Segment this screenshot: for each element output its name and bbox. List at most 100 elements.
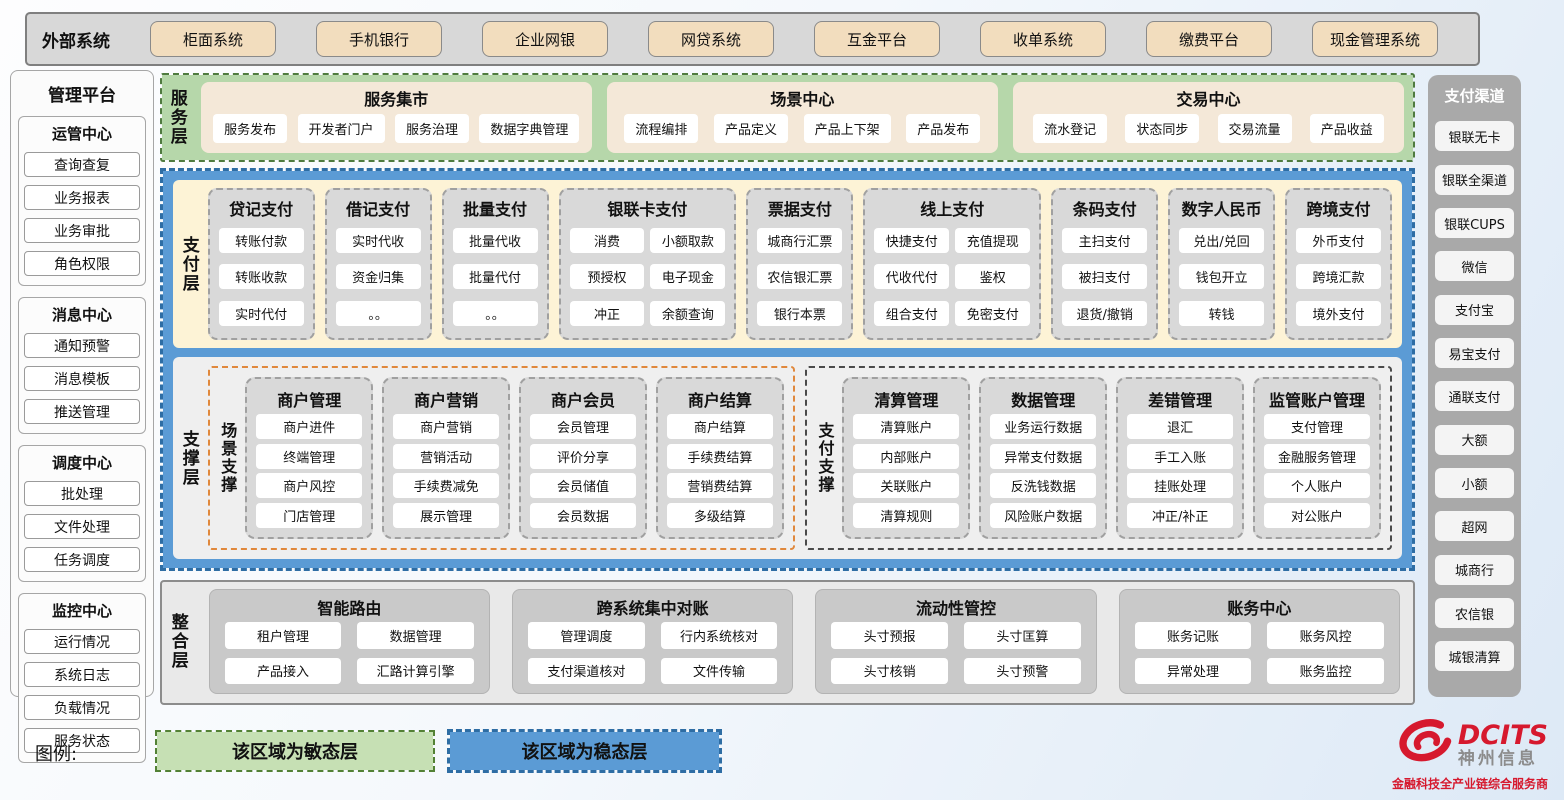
payment-category-items: 兑出/兑回 钱包开立 转钱 bbox=[1176, 220, 1267, 333]
service-layer-label: 服务层 bbox=[166, 89, 187, 146]
payment-category-items: 城商行汇票 农信银汇票 银行本票 bbox=[754, 220, 845, 333]
payment-function-box: 跨境汇款 bbox=[1296, 264, 1381, 289]
support-function-box: 商户结算 bbox=[666, 413, 773, 439]
support-function-box: 会员储值 bbox=[530, 473, 636, 499]
management-function-box: 系统日志 bbox=[24, 662, 140, 687]
support-category: 清算管理 清算账户 内部账户 关联账户 清算规则 bbox=[842, 377, 971, 539]
payment-channel-box: 支付宝 bbox=[1435, 294, 1514, 325]
payment-function-box: 外币支付 bbox=[1296, 227, 1381, 253]
payment-function-box: 免密支付 bbox=[955, 300, 1031, 326]
payment-category-items: 主扫支付 被扫支付 退货/撤销 bbox=[1059, 220, 1150, 333]
integration-function-box: 文件传输 bbox=[660, 657, 778, 684]
payment-channels-title: 支付渠道 bbox=[1444, 87, 1505, 105]
support-category: 商户营销 商户营销 营销活动 手续费减免 展示管理 bbox=[382, 377, 511, 539]
integration-group: 账务中心 账务记账 账务风控 异常处理 账务监控 bbox=[1118, 589, 1400, 694]
support-function-box: 关联账户 bbox=[853, 473, 960, 499]
payment-function-box: 小额取款 bbox=[650, 227, 726, 253]
payment-channel-box: 大额 bbox=[1435, 424, 1514, 455]
payment-function-box: 转钱 bbox=[1179, 300, 1265, 326]
external-systems-label: 外部系统 bbox=[42, 31, 110, 52]
payment-category-title: 线上支付 bbox=[920, 200, 985, 219]
external-system-box: 手机银行 bbox=[316, 21, 442, 57]
support-function-box: 展示管理 bbox=[393, 503, 500, 529]
payment-function-box: 充值提现 bbox=[955, 227, 1031, 253]
management-function-box: 文件处理 bbox=[24, 514, 140, 539]
payment-category: 数字人民币 兑出/兑回 钱包开立 转钱 bbox=[1168, 188, 1276, 340]
payment-channel-box: 城商行 bbox=[1435, 554, 1514, 585]
payment-function-box: 被扫支付 bbox=[1062, 264, 1148, 289]
payment-function-box: 消费 bbox=[569, 227, 645, 253]
support-category: 差错管理 退汇 手工入账 挂账处理 冲正/补正 bbox=[1116, 377, 1245, 539]
management-function-box: 消息模板 bbox=[24, 366, 140, 391]
integration-group-items: 租户管理 数据管理 产品接入 汇路计算引擎 bbox=[224, 622, 475, 684]
support-category-title: 商户会员 bbox=[551, 391, 616, 410]
payment-channel-box: 农信银 bbox=[1435, 598, 1514, 629]
support-layer-label: 支撑层 bbox=[178, 429, 199, 487]
support-function-box: 会员管理 bbox=[530, 413, 636, 439]
support-function-box: 金融服务管理 bbox=[1264, 443, 1370, 469]
logo-slogan-text: 金融科技全产业链综合服务商 bbox=[1391, 777, 1548, 791]
payment-channel-box: 银联全渠道 bbox=[1435, 164, 1514, 195]
support-function-box: 手工入账 bbox=[1127, 443, 1234, 469]
integration-group-items: 账务记账 账务风控 异常处理 账务监控 bbox=[1134, 622, 1384, 684]
external-system-box: 柜面系统 bbox=[150, 21, 276, 57]
payment-function-box: 实时代付 bbox=[218, 300, 304, 326]
service-center-group: 交易中心 流水登记 状态同步 交易流量 产品收益 bbox=[1012, 82, 1405, 153]
integration-group-title: 跨系统集中对账 bbox=[596, 599, 709, 618]
support-function-box: 终端管理 bbox=[256, 443, 363, 469]
support-category-items: 商户进件 终端管理 商户风控 门店管理 bbox=[254, 411, 364, 531]
payment-function-box: 。。 bbox=[452, 300, 538, 326]
support-category-items: 业务运行数据 异常支付数据 反洗钱数据 风险账户数据 bbox=[988, 411, 1098, 531]
service-center-items: 服务发布 开发者门户 服务治理 数据字典管理 bbox=[211, 110, 582, 147]
support-function-box: 评价分享 bbox=[530, 443, 636, 469]
payment-function-box: 兑出/兑回 bbox=[1179, 227, 1265, 253]
service-center-items: 流水登记 状态同步 交易流量 产品收益 bbox=[1023, 110, 1394, 147]
integration-function-box: 异常处理 bbox=[1134, 657, 1252, 684]
payment-function-box: 余额查询 bbox=[650, 300, 726, 326]
payment-function-box: 银行本票 bbox=[757, 300, 843, 326]
payment-function-box: 批量代付 bbox=[452, 264, 538, 289]
management-function-box: 业务审批 bbox=[24, 218, 140, 243]
payment-function-box: 主扫支付 bbox=[1062, 227, 1148, 253]
support-function-box: 挂账处理 bbox=[1127, 473, 1234, 499]
payment-category-title: 数字人民币 bbox=[1181, 200, 1262, 219]
payment-category-title: 贷记支付 bbox=[229, 200, 294, 219]
payment-channel-box: 银联CUPS bbox=[1435, 208, 1514, 239]
payment-category: 跨境支付 外币支付 跨境汇款 境外支付 bbox=[1285, 188, 1392, 340]
external-system-box: 网贷系统 bbox=[648, 21, 774, 57]
payment-channel-box: 通联支付 bbox=[1435, 381, 1514, 412]
payment-channel-box: 小额 bbox=[1435, 468, 1514, 499]
support-category-title: 商户营销 bbox=[414, 391, 479, 410]
external-system-box: 收单系统 bbox=[980, 21, 1106, 57]
support-function-box: 商户风控 bbox=[256, 473, 363, 499]
payment-category-items: 消费 小额取款 预授权 电子现金 冲正 余额查询 bbox=[567, 220, 729, 333]
service-center-title: 场景中心 bbox=[770, 90, 835, 109]
integration-group-title: 流动性管控 bbox=[916, 599, 997, 618]
payment-function-box: 退货/撤销 bbox=[1062, 300, 1148, 326]
integration-function-box: 汇路计算引擎 bbox=[357, 657, 475, 684]
management-function-box: 角色权限 bbox=[24, 251, 140, 276]
payment-category-items: 外币支付 跨境汇款 境外支付 bbox=[1293, 220, 1384, 333]
payment-function-box: 电子现金 bbox=[650, 264, 726, 289]
integration-group: 跨系统集中对账 管理调度 行内系统核对 支付渠道核对 文件传输 bbox=[512, 589, 794, 694]
dcits-logo: DCITS 神州信息 金融科技全产业链综合服务商 bbox=[1370, 719, 1548, 792]
payment-category-items: 转账付款 转账收款 实时代付 bbox=[216, 220, 307, 333]
integration-function-box: 租户管理 bbox=[224, 622, 342, 649]
external-system-box: 企业网银 bbox=[482, 21, 608, 57]
payment-function-box: 批量代收 bbox=[452, 227, 538, 253]
payment-channel-box: 银联无卡 bbox=[1435, 121, 1514, 152]
payment-function-box: 组合支付 bbox=[874, 300, 950, 326]
payment-category: 银联卡支付 消费 小额取款 预授权 电子现金 冲正 余额查询 bbox=[558, 188, 737, 340]
management-function-box: 推送管理 bbox=[24, 399, 140, 424]
payment-function-box: 实时代收 bbox=[335, 227, 421, 253]
service-function-box: 服务发布 bbox=[213, 114, 288, 143]
integration-function-box: 账务风控 bbox=[1267, 622, 1384, 649]
service-function-box: 产品收益 bbox=[1309, 114, 1384, 143]
integration-function-box: 头寸预警 bbox=[964, 657, 1081, 684]
payment-function-box: 城商行汇票 bbox=[757, 227, 843, 253]
external-system-box: 互金平台 bbox=[814, 21, 940, 57]
payment-channels-panel: 支付渠道 银联无卡 银联全渠道 银联CUPS 微信 支付宝 易宝支付 通联支付 … bbox=[1428, 75, 1521, 697]
support-function-box: 风险账户数据 bbox=[990, 503, 1097, 529]
support-category-items: 商户营销 营销活动 手续费减免 展示管理 bbox=[391, 411, 501, 531]
support-function-box: 支付管理 bbox=[1264, 413, 1370, 439]
